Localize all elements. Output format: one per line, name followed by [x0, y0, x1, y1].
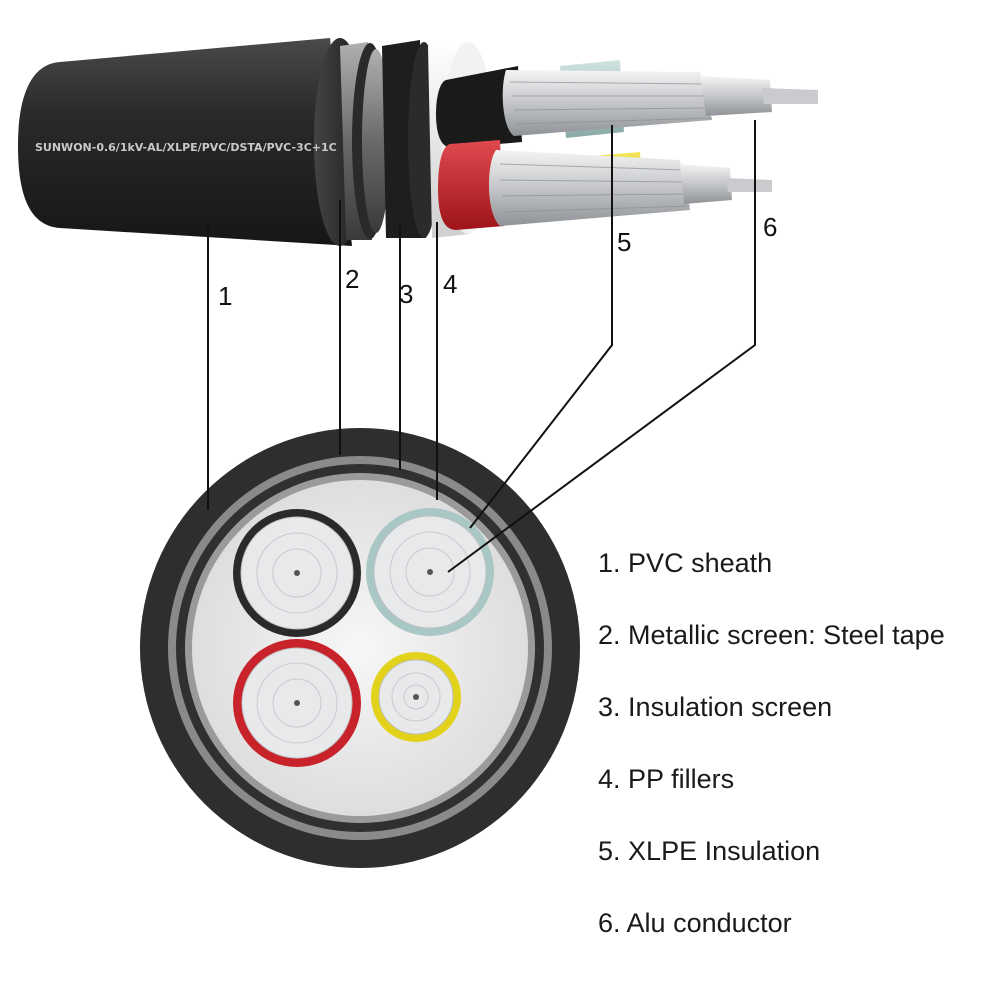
callout-numbers: 1 2 3 4 5 6 — [218, 212, 777, 311]
callout-2: 2 — [345, 264, 359, 294]
legend-item-xlpe-insulation: 5. XLPE Insulation — [598, 836, 821, 866]
cross-section — [140, 428, 580, 868]
leader-lines — [207, 120, 756, 573]
legend-item-pp-fillers: 4. PP fillers — [598, 764, 735, 794]
pvc-sheath-body — [18, 38, 352, 246]
leader-line-6 — [447, 120, 756, 573]
callout-1: 1 — [218, 281, 232, 311]
callout-5: 5 — [617, 227, 631, 257]
legend-item-insulation-screen: 3. Insulation screen — [598, 692, 833, 722]
cable-marking-text: SUNWON-0.6/1kV-AL/XLPE/PVC/DSTA/PVC-3C+1… — [35, 141, 337, 154]
cable-3d-view: SUNWON-0.6/1kV-AL/XLPE/PVC/DSTA/PVC-3C+1… — [18, 38, 818, 246]
core-blue — [366, 508, 494, 636]
core-red — [233, 639, 361, 767]
callout-4: 4 — [443, 269, 457, 299]
legend-item-pvc-sheath: 1. PVC sheath — [598, 548, 773, 578]
legend-item-alu-conductor: 6. Alu conductor — [598, 908, 792, 938]
leader-line-5 — [469, 125, 613, 529]
callout-3: 3 — [399, 279, 413, 309]
core-black — [233, 509, 361, 637]
legend-item-metallic-screen: 2. Metallic screen: Steel tape — [598, 620, 945, 650]
legend-list: 1. PVC sheath 2. Metallic screen: Steel … — [598, 540, 945, 972]
callout-6: 6 — [763, 212, 777, 242]
core-yellow — [371, 652, 461, 742]
